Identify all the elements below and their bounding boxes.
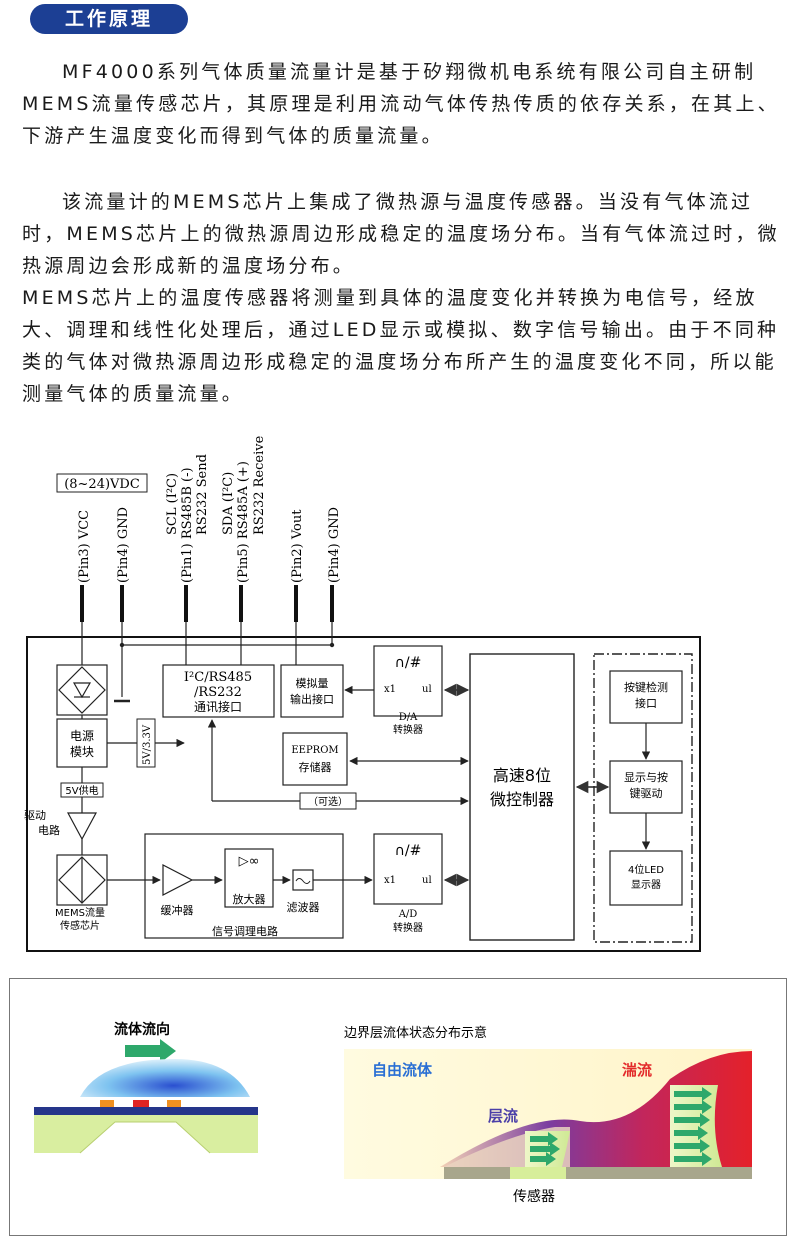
key-detect-line2: 接口 (635, 697, 657, 710)
da-ul: ul (422, 684, 432, 695)
turbulent-label: 湍流 (622, 1061, 652, 1079)
paragraph-principle: MF4000系列气体质量流量计是基于矽翔微机电系统有限公司自主研制MEMS流量传… (22, 61, 780, 147)
pin5-rs485a-label: (Pin5) RS485A (+) (236, 461, 251, 583)
flow-direction-label: 流体流向 (114, 1021, 170, 1038)
mems-chip-line1: MEMS流量 (55, 906, 105, 919)
drive-line2: 电路 (38, 824, 60, 837)
power-module-line1: 电源 (70, 729, 94, 743)
led-line2: 显示器 (631, 879, 661, 891)
analog-out-line2: 输出接口 (290, 692, 334, 706)
ad-ul: ul (422, 875, 432, 886)
mems-chip-line2: 传感芯片 (60, 919, 100, 932)
comm-iface-line1: I²C/RS485 (184, 670, 252, 685)
paragraph-chip: 该流量计的MEMS芯片上集成了微热源与温度传感器。当没有气体流过时，MEMS芯片… (22, 191, 780, 277)
pin1-scl-label: SCL (I²C) (165, 473, 180, 535)
power-module-line2: 模块 (70, 745, 94, 759)
pin5-rs232-label: RS232 Receive (252, 435, 267, 535)
analog-out-line1: 模拟量 (296, 676, 329, 690)
mcu-line2: 微控制器 (490, 790, 554, 809)
ad-label2: 转换器 (393, 921, 423, 934)
supply-label: (8~24)VDC (64, 477, 140, 492)
v33-label: 5V/3.3V (142, 724, 153, 765)
v5-label: 5V供电 (65, 784, 98, 797)
free-flow-label: 自由流体 (372, 1061, 433, 1079)
filter-label: 滤波器 (287, 901, 320, 914)
pin1-rs232-label: RS232 Send (195, 454, 210, 535)
da-label2: 转换器 (393, 723, 423, 736)
ad-label1: A/D (398, 909, 418, 920)
flow-illustration: 流体流向 边界层流体状态分布示意 自由流体 湍流 层流 (34, 1021, 752, 1205)
display-drive-line1: 显示与按 (624, 770, 668, 784)
pin-vcc-label: (Pin3) VCC (77, 510, 92, 583)
comm-iface-line2: /RS232 (194, 685, 242, 700)
optional-label: （可选） (308, 795, 348, 808)
pin5-sda-label: SDA (I²C) (221, 472, 236, 535)
pin1-rs485b-label: (Pin1) RS485B (-) (180, 467, 195, 583)
da-symbol: ∩/# (395, 655, 422, 671)
laminar-label: 层流 (488, 1107, 518, 1125)
section-title-badge: 工作原理 (30, 4, 188, 34)
flow-arrow-icon (125, 1039, 176, 1063)
pin-gnd-label: (Pin4) GND (116, 507, 131, 583)
key-detect-line1: 按键检测 (624, 680, 668, 694)
sensor-label: 传感器 (513, 1188, 555, 1205)
mcu-line1: 高速8位 (493, 766, 551, 785)
pin-vout-label: (Pin2) Vout (290, 509, 305, 583)
pin-gnd2-label: (Pin4) GND (327, 507, 342, 583)
ad-symbol: ∩/# (395, 843, 422, 859)
display-drive-line2: 键驱动 (630, 786, 663, 800)
ad-x1: x1 (384, 875, 396, 886)
da-label1: D/A (399, 712, 418, 723)
led-line1: 4位LED (628, 863, 664, 876)
da-x1: x1 (384, 684, 396, 695)
signal-cond-label: 信号调理电路 (212, 925, 278, 938)
eeprom-line1: EEPROM (291, 745, 338, 756)
boundary-title: 边界层流体状态分布示意 (344, 1025, 487, 1041)
amp-label: 放大器 (233, 892, 266, 906)
paragraph-output: MEMS芯片上的温度传感器将测量到具体的温度变化并转换为电信号，经放大、调理和线… (22, 287, 780, 405)
comm-iface-line3: 通讯接口 (194, 699, 242, 714)
flow-illustration-panel: 流体流向 边界层流体状态分布示意 自由流体 湍流 层流 (9, 978, 787, 1236)
buffer-label: 缓冲器 (161, 903, 194, 917)
eeprom-line2: 存储器 (299, 760, 332, 774)
block-diagram: (8~24)VDC (Pin3) VCC (Pin4) GND SCL (I²C… (24, 435, 701, 952)
amp-symbol: ▷∞ (239, 854, 260, 869)
drive-line1: 驱动 (24, 809, 46, 822)
